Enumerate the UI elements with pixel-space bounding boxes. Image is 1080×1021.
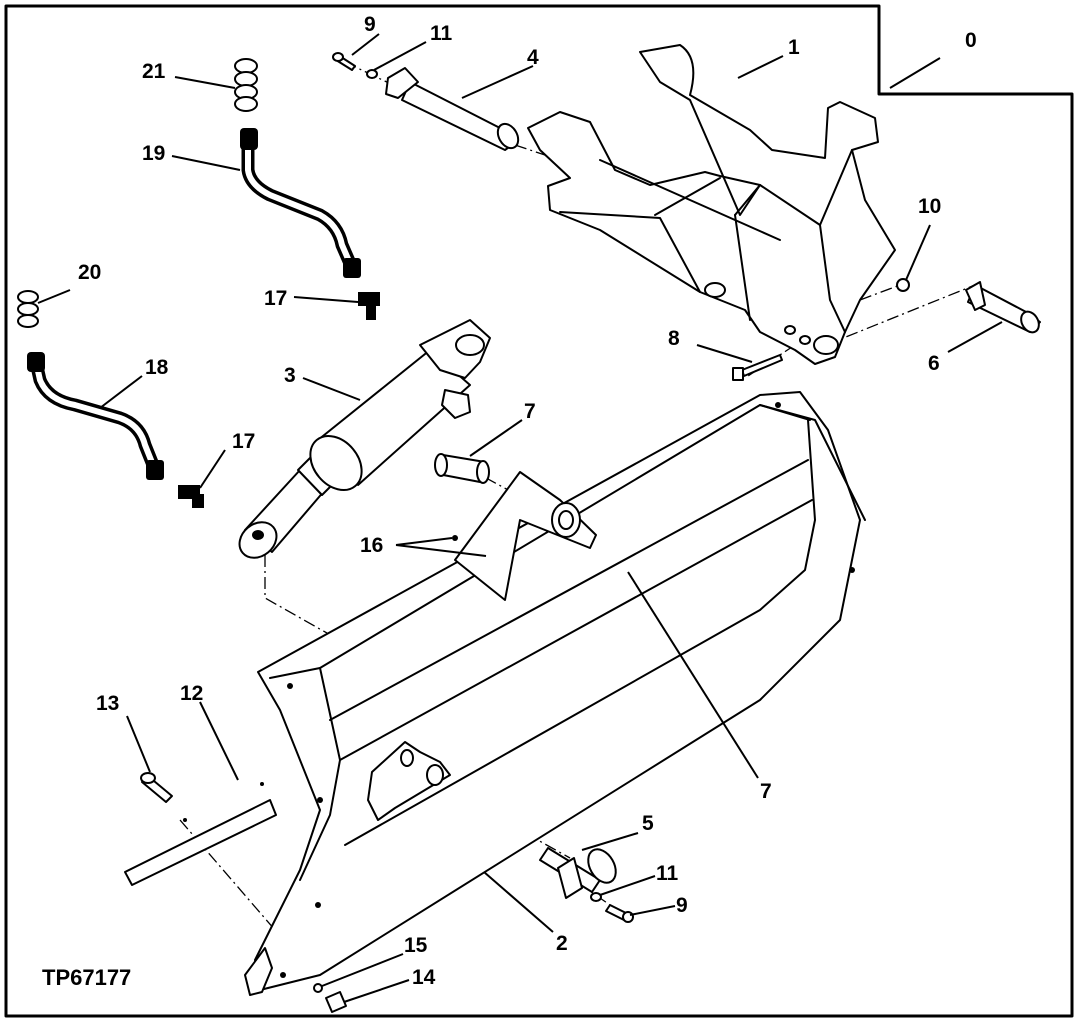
callout-7-upper: 7: [524, 400, 536, 423]
pin-lower: [965, 281, 1041, 334]
callout-1: 1: [788, 36, 800, 59]
callout-5: 5: [642, 812, 654, 835]
washer-11-upper: [366, 69, 378, 79]
diagram-frame: [4, 4, 1074, 1018]
hose-18: [27, 352, 164, 480]
fitting-20: [17, 290, 39, 328]
callout-15: 15: [404, 934, 428, 957]
bolt-9-lower: [605, 904, 634, 923]
pin-upper: [385, 67, 520, 151]
bolt-8: [732, 354, 783, 381]
elbow-fitting-17-upper: [358, 292, 380, 320]
callout-12: 12: [180, 682, 203, 705]
callout-17-upper: 17: [264, 287, 287, 310]
callout-0: 0: [965, 29, 977, 52]
callout-2: 2: [556, 932, 568, 955]
callout-19: 19: [142, 142, 165, 165]
callout-9: 9: [364, 13, 376, 36]
callout-labels: 0 1 4 9 11 21 19 20 17 10 8 6 18 3 7 17 …: [78, 13, 977, 989]
blade-body: [244, 391, 866, 996]
bolt-9-upper: [332, 52, 356, 71]
callout-17-lower: 17: [232, 430, 255, 453]
figure-id: TP67177: [42, 965, 131, 990]
cutting-edge: [124, 782, 277, 886]
callout-7-lower: 7: [760, 780, 772, 803]
callout-9-lower: 9: [676, 894, 688, 917]
callout-11-lower: 11: [656, 862, 679, 885]
pin-5: [539, 847, 617, 899]
callout-21: 21: [142, 60, 166, 83]
callout-13: 13: [96, 692, 119, 715]
washer-11-lower: [590, 892, 602, 902]
callout-3: 3: [284, 364, 296, 387]
nut-14: [325, 991, 347, 1013]
bolt-13: [140, 772, 173, 803]
fitting-21: [234, 58, 258, 112]
mounting-bracket: [527, 44, 896, 365]
callout-18: 18: [145, 356, 169, 379]
callout-6: 6: [928, 352, 940, 375]
callout-14: 14: [412, 966, 436, 989]
washer-15: [313, 983, 323, 993]
callout-16: 16: [360, 534, 383, 557]
elbow-fitting-17-lower: [178, 485, 204, 508]
callout-10: 10: [918, 195, 941, 218]
nut-10: [896, 278, 910, 292]
hydraulic-cylinder: [238, 319, 491, 559]
callout-4: 4: [527, 46, 539, 69]
bushing-7-upper: [434, 453, 490, 484]
hose-19: [240, 128, 361, 278]
callout-20: 20: [78, 261, 101, 284]
leader-lines: [37, 33, 1003, 1003]
callout-11: 11: [430, 22, 453, 45]
callout-8: 8: [668, 327, 680, 350]
